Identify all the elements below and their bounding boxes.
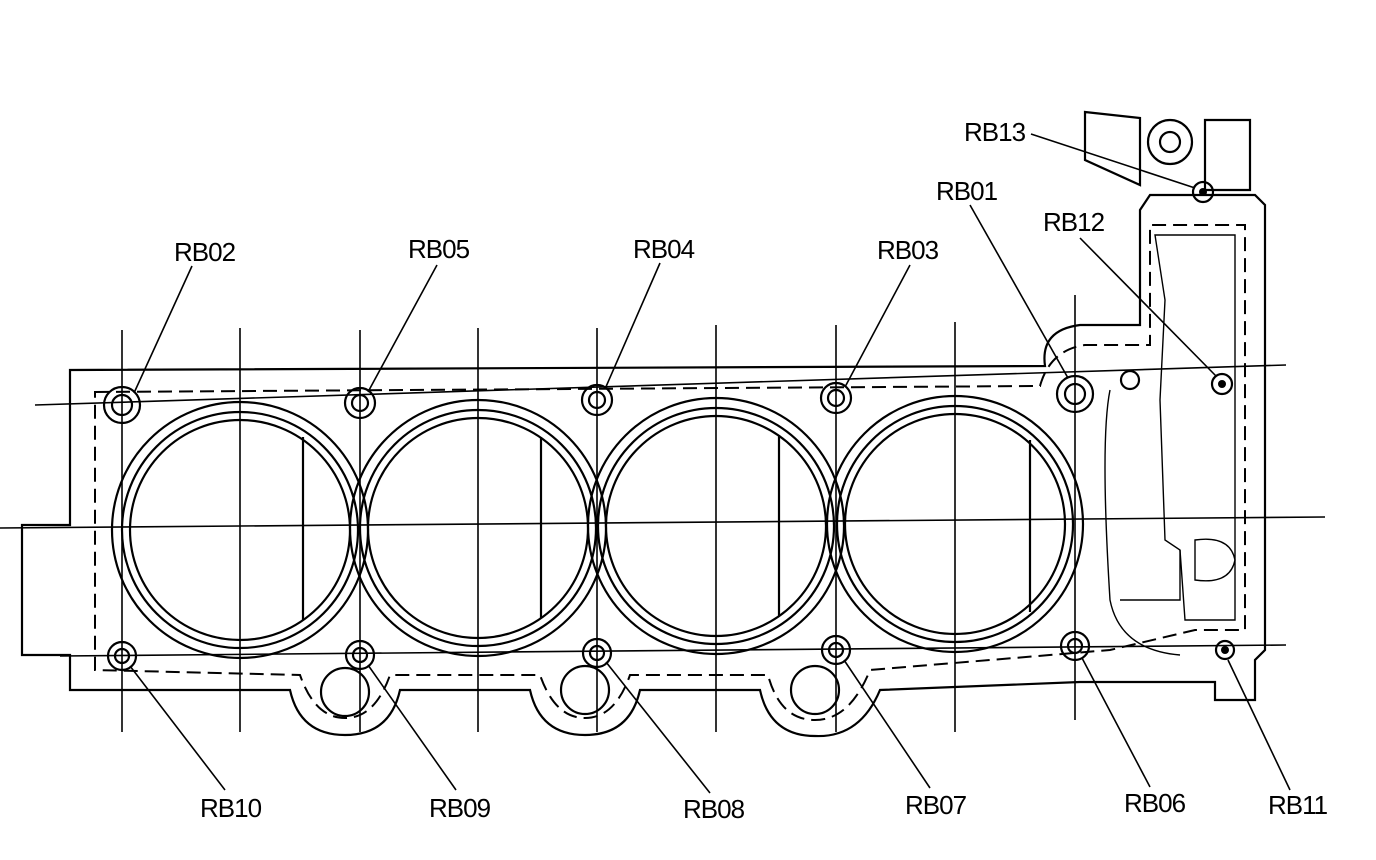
bolt-hole-rb06 — [1059, 630, 1091, 662]
bolt-hole-rb12 — [1210, 372, 1234, 396]
label-rb09: RB09 — [429, 793, 491, 823]
top-bracket — [1083, 110, 1252, 192]
label-rb01: RB01 — [936, 176, 998, 206]
leader-lines — [129, 133, 1291, 794]
label-rb07: RB07 — [905, 790, 967, 820]
bolt-hole-rb03 — [819, 381, 853, 415]
gasket-outline — [20, 193, 1267, 738]
bolt-holes — [102, 180, 1236, 672]
label-rb10: RB10 — [200, 793, 262, 823]
bolt-hole-rb02 — [102, 385, 142, 425]
label-rb04: RB04 — [633, 234, 695, 264]
bolt-hole-rb08 — [581, 637, 613, 669]
bolt-hole-rb11 — [1214, 639, 1236, 661]
bore-4 — [825, 394, 1085, 654]
centerlines — [0, 295, 1326, 732]
label-rb12: RB12 — [1043, 207, 1105, 237]
label-rb11: RB11 — [1268, 790, 1328, 820]
bolt-hole-rb07 — [820, 634, 852, 666]
label-rb03: RB03 — [877, 235, 939, 265]
bolt-hole-rb05 — [343, 386, 377, 420]
label-rb02: RB02 — [174, 237, 236, 267]
bolt-hole-rb01 — [1055, 374, 1095, 414]
bolt-hole-rb09 — [344, 639, 376, 671]
label-rb06: RB06 — [1124, 788, 1186, 818]
bore-2 — [348, 398, 608, 658]
bolt-hole-rb04 — [580, 383, 614, 417]
dowel-hole — [1119, 369, 1141, 391]
label-rb08: RB08 — [683, 794, 745, 824]
lower-bosses — [319, 664, 841, 718]
bore-1 — [110, 400, 370, 660]
bolt-hole-rb10 — [106, 640, 138, 672]
cylinder-bores — [110, 394, 1085, 660]
bolt-hole-rb13 — [1191, 180, 1215, 204]
label-rb05: RB05 — [408, 234, 470, 264]
label-rb13: RB13 — [964, 117, 1026, 147]
bolt-labels: RB02 RB05 RB04 RB03 RB01 RB12 RB13 RB10 … — [174, 117, 1329, 824]
